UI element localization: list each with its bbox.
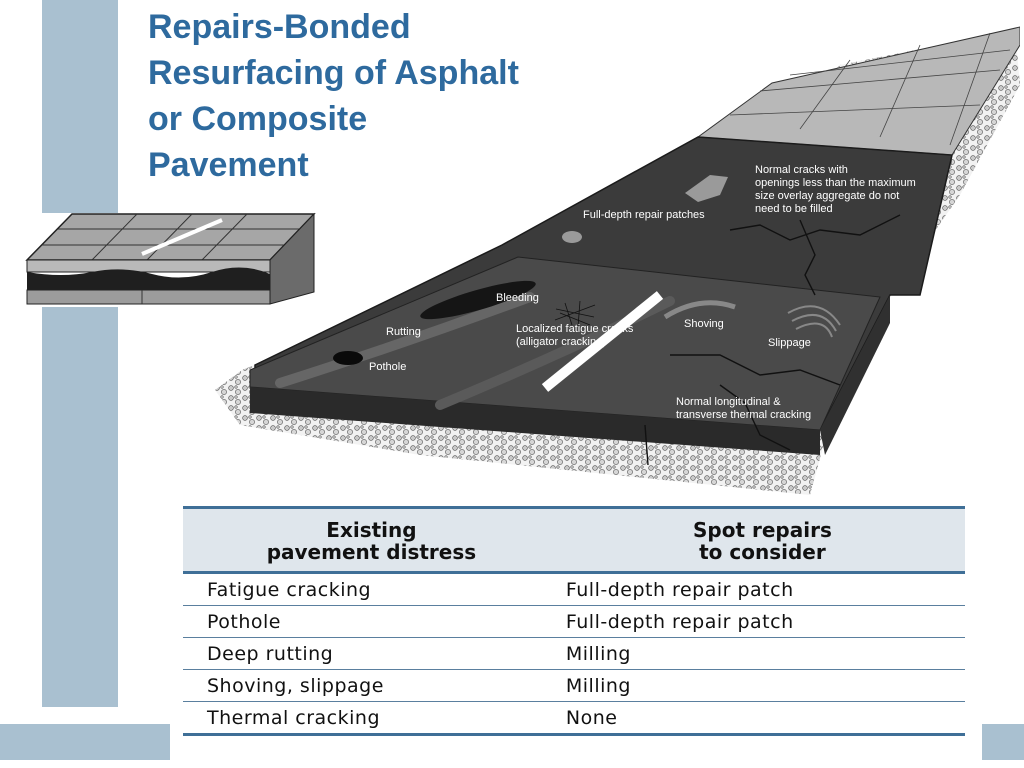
distress-cell: Fatigue cracking [183,572,560,606]
label-shoving: Shoving [684,318,724,330]
title-line: Pavement [148,146,309,184]
decorative-bar-bottom-left [0,724,170,760]
distress-cell: Thermal cracking [183,701,560,736]
title-line: Repairs-Bonded [148,8,411,46]
label-localized-fatigue-cracks: Localized fatigue cracks (alligator crac… [516,323,636,348]
label-slippage: Slippage [768,337,811,349]
label-normal-cracks: Normal cracks with openings less than th… [755,164,919,215]
repair-cell: Milling [559,669,965,702]
distress-cell: Deep rutting [183,637,560,670]
pavement-cross-section-illustration [25,212,316,305]
table-row: Fatigue cracking Full-depth repair patch [183,572,965,606]
label-rutting: Rutting [386,326,421,338]
header-line: to consider [699,540,826,564]
table-row: Deep rutting Milling [183,637,965,670]
decorative-bar-vertical-bottom [42,307,118,707]
label-bleeding: Bleeding [496,292,539,304]
header-spot-repairs: Spot repairs to consider [559,506,965,574]
slide-title: Repairs-Bonded Resurfacing of Asphalt or… [148,4,519,188]
table-row: Shoving, slippage Milling [183,669,965,702]
header-existing-distress: Existing pavement distress [183,506,560,574]
label-pothole: Pothole [369,361,406,373]
title-line: or Composite [148,100,368,138]
title-line: Resurfacing of Asphalt [148,54,519,92]
table-header-row: Existing pavement distress Spot repairs … [183,506,965,574]
spot-repairs-table: Existing pavement distress Spot repairs … [183,506,965,736]
label-thermal-cracking: Normal longitudinal & transverse thermal… [676,396,811,421]
header-line: Existing [326,518,417,542]
distress-cell: Shoving, slippage [183,669,560,702]
repair-cell: Milling [559,637,965,670]
header-line: pavement distress [266,540,477,564]
repair-cell: None [559,701,965,736]
table-row: Pothole Full-depth repair patch [183,605,965,638]
header-line: Spot repairs [693,518,832,542]
pavement-distress-illustration: Normal cracks with openings less than th… [215,26,1020,495]
table-row: Thermal cracking None [183,701,965,736]
distress-cell: Pothole [183,605,560,638]
repair-cell: Full-depth repair patch [559,572,965,606]
label-full-depth-patches: Full-depth repair patches [583,209,705,221]
repair-cell: Full-depth repair patch [559,605,965,638]
decorative-bar-vertical-top [42,0,118,213]
decorative-bar-bottom-right [982,724,1024,760]
